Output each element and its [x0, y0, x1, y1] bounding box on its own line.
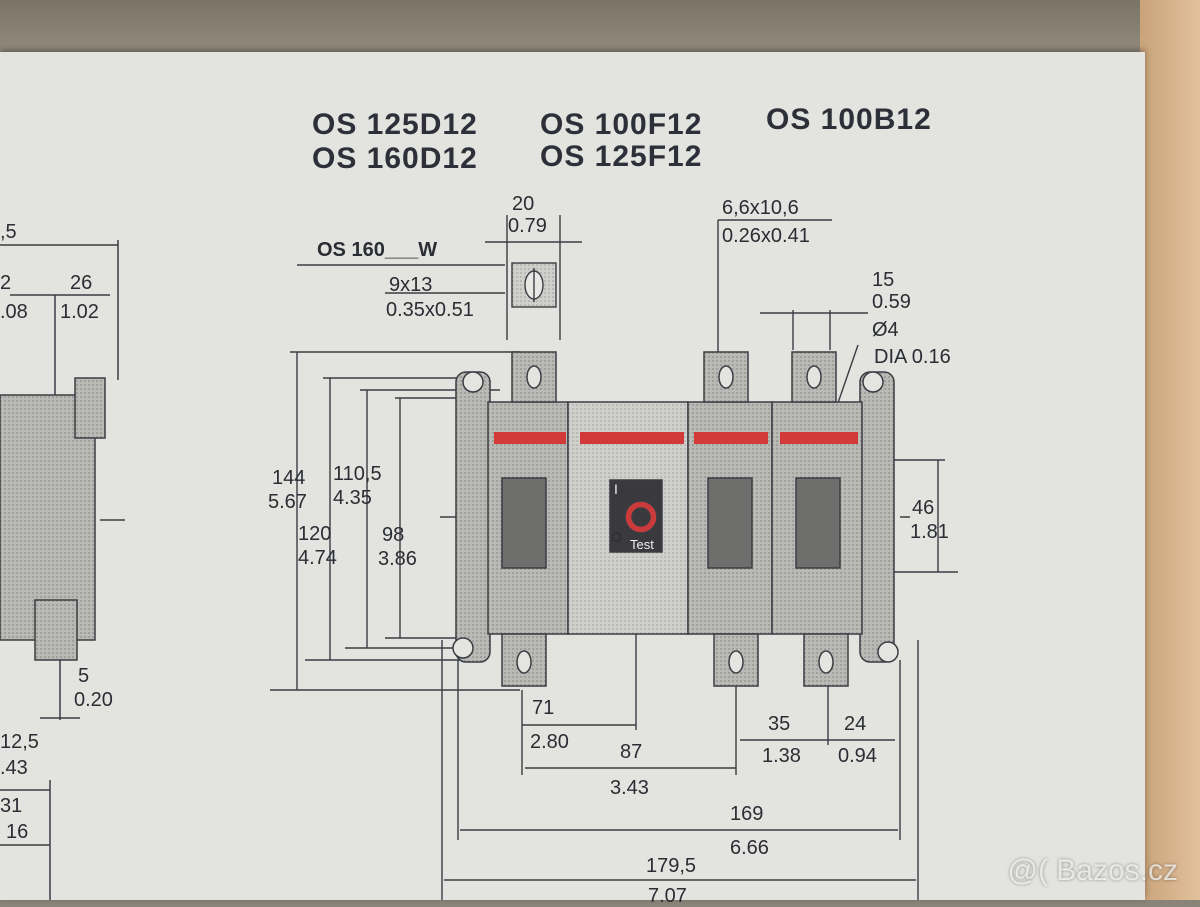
label-left-5: ,5 [0, 221, 17, 243]
label-079: 0.79 [508, 215, 547, 237]
label-474: 4.74 [298, 547, 337, 569]
label-120: 120 [298, 523, 332, 545]
label-left-16: 16 [6, 821, 29, 843]
label-66x106: 6,6x10,6 [722, 197, 799, 219]
label-435: 4.35 [333, 487, 372, 509]
terminal-detail [511, 262, 557, 308]
label-094: 0.94 [838, 745, 877, 767]
label-left-43: .43 [0, 757, 28, 779]
label-left-125: 12,5 [0, 731, 39, 753]
label-1105: 110,5 [333, 463, 382, 485]
label-1795: 179,5 [646, 855, 697, 877]
switch-on-label: I [614, 481, 618, 497]
label-left-2: 2 [0, 272, 12, 294]
label-343: 3.43 [610, 777, 649, 799]
model-title-os100f12: OS 100F12 [540, 108, 703, 141]
label-left-020: 0.20 [74, 689, 113, 711]
label-71: 71 [532, 697, 555, 719]
label-dia4: Ø4 [872, 319, 899, 341]
label-left-31: 31 [0, 795, 23, 817]
label-280: 2.80 [530, 731, 569, 753]
side-view-partial [0, 240, 125, 900]
label-left-5b: 5 [78, 665, 90, 687]
box-side-background [1140, 0, 1200, 900]
label-46: 46 [912, 497, 935, 519]
label-15: 15 [872, 269, 895, 291]
watermark: @( Bazos.cz [1007, 854, 1179, 887]
switch-body [452, 351, 899, 687]
label-left-26: 26 [70, 272, 93, 294]
label-left-102: 1.02 [60, 301, 99, 323]
label-035x051: 0.35x0.51 [386, 299, 474, 321]
label-24: 24 [844, 713, 867, 735]
switch-test-label: Test [630, 537, 654, 552]
label-left-08: .08 [0, 301, 28, 323]
label-181: 1.81 [910, 521, 949, 543]
model-title-os100b12: OS 100B12 [766, 103, 932, 136]
label-059: 0.59 [872, 291, 911, 313]
label-666: 6.66 [730, 837, 769, 859]
label-707: 7.07 [648, 885, 687, 907]
label-138: 1.38 [762, 745, 801, 767]
label-9x13: 9x13 [389, 274, 433, 296]
label-87: 87 [620, 741, 643, 763]
label-98: 98 [382, 524, 405, 546]
label-169: 169 [730, 803, 764, 825]
label-35: 35 [768, 713, 791, 735]
label-20: 20 [512, 193, 535, 215]
model-title-os125d12: OS 125D12 [312, 108, 478, 141]
label-567: 5.67 [268, 491, 307, 513]
label-os160: OS 160___W [317, 239, 438, 261]
label-026x041: 0.26x0.41 [722, 225, 810, 247]
label-386: 3.86 [378, 548, 417, 570]
model-title-os125f12: OS 125F12 [540, 140, 703, 173]
label-144: 144 [272, 467, 306, 489]
model-title-os160d12: OS 160D12 [312, 142, 478, 175]
switch-off-label: O [611, 529, 622, 545]
label-dia016: DIA 0.16 [874, 346, 951, 368]
